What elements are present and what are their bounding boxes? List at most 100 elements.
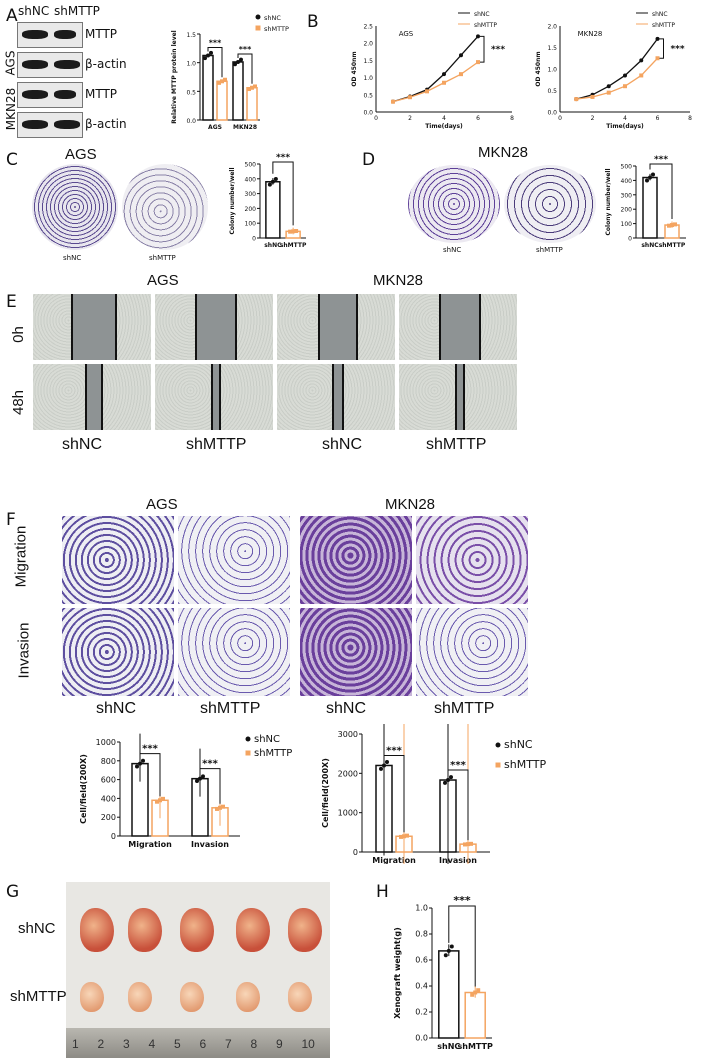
y-tick-label: 1.5 (547, 45, 557, 52)
blot-band (54, 60, 80, 69)
data-point (391, 99, 395, 104)
panel-f-row-migration: Migration (12, 525, 30, 588)
x-tick-label: 0 (558, 115, 562, 122)
legend-marker (255, 25, 261, 31)
data-point (466, 842, 470, 847)
data-point (253, 84, 257, 89)
tumor (80, 982, 104, 1012)
x-tick-label: shMTTP (280, 242, 307, 249)
panel-label-g: G (6, 882, 20, 902)
bar (464, 991, 486, 1039)
blot-band (54, 90, 76, 99)
data-point (645, 178, 649, 183)
tumor (128, 982, 152, 1012)
blot-lane-shnc: shNC (18, 4, 50, 18)
data-point (473, 990, 478, 995)
blot-cell-ags: AGS (3, 50, 18, 76)
ruler-number: 3 (123, 1037, 130, 1051)
ruler-number: 5 (174, 1037, 181, 1051)
chart-title: MKN28 (578, 30, 603, 38)
data-point (606, 90, 611, 95)
panel-label-h: H (376, 882, 389, 902)
blot-protein-label: MTTP (85, 27, 118, 41)
tumor (180, 908, 214, 952)
data-point (218, 805, 222, 810)
data-point (161, 796, 165, 801)
y-tick-label: 300 (245, 191, 257, 198)
wound-image (399, 364, 517, 430)
series-line (392, 35, 479, 103)
data-point (574, 97, 579, 102)
legend-marker (495, 762, 501, 768)
x-axis-label: Time(days) (606, 123, 644, 130)
data-point (449, 775, 453, 780)
data-point (209, 50, 213, 55)
y-axis-label: Cell/field(200X) (80, 754, 88, 824)
x-tick-label: Migration (372, 856, 416, 864)
y-tick-label: 0 (628, 236, 632, 243)
legend-label: shNC (504, 738, 533, 751)
y-tick-label: 600 (101, 776, 116, 785)
legend-marker (245, 736, 251, 742)
panel-e-col-2: shMTTP (186, 436, 247, 453)
tumor (236, 908, 270, 952)
data-point (648, 175, 652, 180)
legend-label: shNC (652, 11, 668, 18)
y-tick-label: 200 (101, 813, 116, 822)
series-line (392, 61, 479, 103)
panel-e-col-4: shMTTP (426, 436, 487, 453)
transwell-image (416, 608, 528, 696)
wound-image (277, 294, 395, 360)
panel-c-title: AGS (65, 146, 97, 163)
panel-f-group-mkn28: MKN28 (385, 496, 436, 513)
wound-gap (195, 294, 237, 360)
x-tick-label: MKN28 (233, 124, 257, 131)
y-tick-label: 3000 (338, 730, 358, 739)
data-point (606, 84, 611, 89)
blot-strip-0 (17, 22, 83, 48)
legend-label: shNC (264, 14, 281, 22)
data-point (294, 229, 299, 234)
y-tick-label: 1000 (96, 738, 116, 747)
data-point (623, 84, 627, 89)
blot-strip-3 (17, 112, 83, 138)
wound-gap (332, 364, 344, 430)
data-point (233, 62, 237, 67)
legend-label: shMTTP (254, 748, 292, 759)
data-point (288, 229, 293, 234)
x-tick-label: 2 (591, 115, 595, 122)
y-tick-label: 0.5 (547, 88, 557, 95)
chart-title: AGS (399, 30, 414, 38)
y-tick-label: 1.5 (186, 32, 196, 39)
transwell-image (178, 608, 290, 696)
data-point (250, 85, 254, 90)
y-tick-label: 500 (621, 164, 633, 171)
y-axis-label: Cell/field(200X) (322, 758, 330, 828)
blot-band (54, 30, 76, 39)
data-point (141, 758, 145, 763)
panel-label-b: B (307, 12, 319, 32)
data-point (459, 53, 463, 58)
x-tick-label: 0 (374, 115, 378, 122)
y-axis-label: OD 450nm (535, 51, 542, 86)
panel-e-col-1: shNC (62, 436, 103, 453)
y-tick-label: 2000 (338, 769, 358, 778)
significance-bracket (199, 768, 221, 804)
data-point (158, 798, 162, 803)
legend-marker (255, 14, 261, 20)
y-tick-label: 1.0 (547, 67, 557, 74)
y-tick-label: 100 (621, 221, 633, 228)
panel-f-col-3: shNC (326, 700, 367, 717)
panel-g-row-shmttp: shMTTP (10, 988, 67, 1005)
data-point (382, 763, 386, 768)
y-tick-label: 200 (245, 206, 257, 213)
y-tick-label: 1.0 (186, 61, 196, 68)
ruler-number: 1 (72, 1037, 79, 1051)
panel-f-col-4: shMTTP (434, 700, 495, 717)
significance-bracket (480, 35, 485, 63)
panel-f-group-ags: AGS (146, 496, 178, 513)
